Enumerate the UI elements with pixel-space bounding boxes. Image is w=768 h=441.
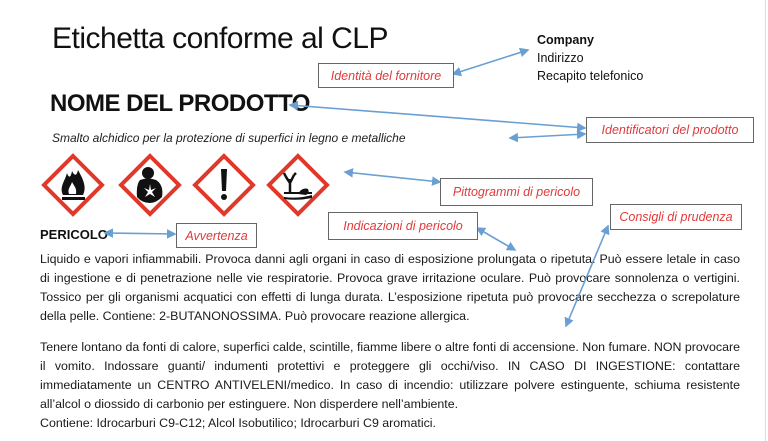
arrow-supplier (451, 47, 530, 77)
contains-text: Contiene: Idrocarburi C9-C12; Alcol Isob… (40, 416, 436, 430)
hazard-statements: Liquido e vapori infiammabili. Provoca d… (40, 252, 740, 323)
annotation-signal: Avvertenza (176, 223, 257, 248)
supplier-company: Company (537, 33, 594, 47)
annotation-pictograms: Pittogrammi di pericolo (440, 178, 593, 206)
environment-icon (266, 153, 330, 217)
annotation-supplier: Identità del fornitore (318, 63, 454, 88)
arrow-signal (103, 228, 177, 239)
annotation-identifiers: Identificatori del prodotto (586, 117, 754, 143)
arrow-pictograms (343, 168, 442, 186)
health-hazard-icon (118, 153, 182, 217)
product-name: NOME DEL PRODOTTO (50, 90, 310, 117)
exclamation-icon (192, 153, 256, 217)
page-edge (765, 0, 766, 441)
flame-icon (41, 153, 105, 217)
supplier-phone: Recapito telefonico (537, 69, 644, 83)
arrow-product-name (288, 100, 587, 133)
arrow-description (508, 129, 587, 143)
signal-word: PERICOLO (40, 227, 108, 242)
supplier-address: Indirizzo (537, 51, 584, 65)
page-title: Etichetta conforme al CLP (52, 22, 389, 55)
precautionary-text: Tenere lontano da fonti di calore, super… (40, 340, 740, 411)
precautionary-statements: Tenere lontano da fonti di calore, super… (40, 338, 740, 433)
annotation-precaution: Consigli di prudenza (610, 204, 742, 230)
annotation-hazard: Indicazioni di pericolo (328, 212, 478, 240)
arrow-hazard (475, 227, 517, 251)
product-description: Smalto alchidico per la protezione di su… (52, 131, 406, 145)
